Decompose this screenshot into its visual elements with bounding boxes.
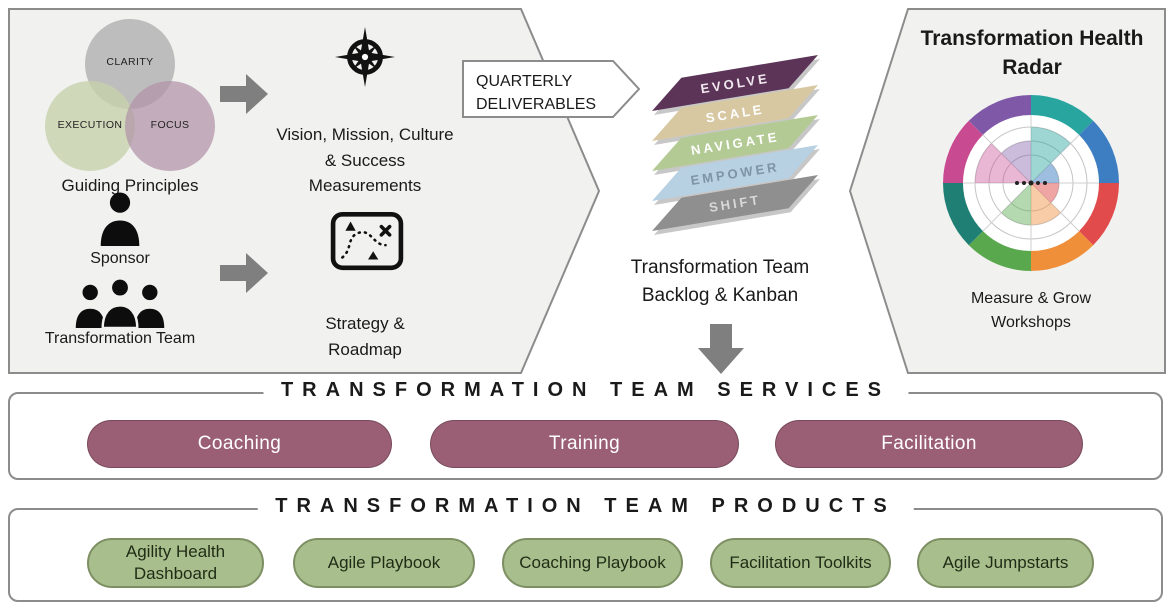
flow-arrow-right-2 — [220, 253, 268, 293]
flow-arrow-down — [698, 324, 744, 374]
quarterly-deliverables-label: QUARTERLY DELIVERABLES — [476, 73, 597, 114]
service-pill-coaching: Coaching — [87, 420, 392, 468]
services-section: TRANSFORMATION TEAM SERVICES Coaching Tr… — [8, 379, 1163, 480]
deliverables-stack: EVOLVE SCALE NAVIGATE EMPOWER SHIFT — [652, 55, 818, 235]
product-pill-facilitation-toolkits: Facilitation Toolkits — [710, 538, 891, 588]
layer-shift: SHIFT — [652, 175, 818, 231]
transformation-team-label: Transformation Team — [44, 330, 196, 347]
health-radar-title: Transformation Health Radar — [920, 27, 1144, 80]
layer-shift-label: SHIFT — [707, 191, 763, 215]
products-section: TRANSFORMATION TEAM PRODUCTS Agility Hea… — [8, 495, 1163, 602]
backlog-kanban-label: Transformation Team Backlog & Kanban — [630, 257, 810, 306]
venn-label-clarity: CLARITY — [106, 56, 154, 68]
venn-circle-execution — [45, 81, 135, 171]
product-pill-agility-health-dashboard: Agility Health Dashboard — [87, 538, 264, 588]
flow-arrow-right-1 — [220, 74, 268, 114]
sponsor-label: Sponsor — [90, 250, 150, 267]
venn-label-execution: EXECUTION — [57, 119, 123, 131]
strategy-roadmap-label: Strategy & Roadmap — [325, 314, 405, 359]
health-radar-chart — [943, 95, 1119, 271]
vision-mission-label: Vision, Mission, Culture & Success Measu… — [276, 125, 454, 195]
measure-grow-caption: Measure & Grow Workshops — [970, 290, 1092, 331]
guiding-principles-caption: Guiding Principles — [61, 176, 199, 195]
compass-icon — [334, 26, 396, 88]
services-section-title: TRANSFORMATION TEAM SERVICES — [262, 379, 909, 402]
strategy-map-icon — [330, 211, 404, 271]
product-pill-agile-jumpstarts: Agile Jumpstarts — [917, 538, 1094, 588]
product-pill-coaching-playbook: Coaching Playbook — [502, 538, 683, 588]
sponsor-icon — [100, 192, 140, 246]
quarterly-deliverables-shape — [462, 60, 640, 118]
service-pill-facilitation: Facilitation — [775, 420, 1083, 468]
products-section-title: TRANSFORMATION TEAM PRODUCTS — [257, 495, 914, 518]
guiding-principles-venn: CLARITY EXECUTION FOCUS — [30, 18, 230, 176]
venn-circle-focus — [125, 81, 215, 171]
venn-label-focus: FOCUS — [150, 119, 190, 131]
product-pill-agile-playbook: Agile Playbook — [293, 538, 475, 588]
transformation-team-icon — [75, 278, 165, 328]
service-pill-training: Training — [430, 420, 739, 468]
